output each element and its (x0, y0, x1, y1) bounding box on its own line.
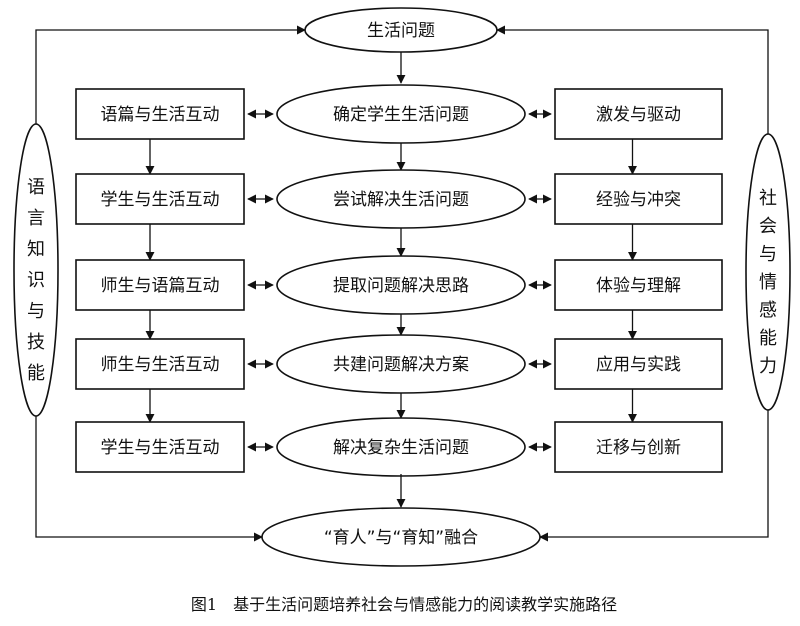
right-side-label: 社会与情感能力 (759, 188, 777, 377)
right-node-label: 迁移与创新 (596, 438, 681, 458)
left-node-box (75, 421, 245, 473)
left-node-label: 师生与生活互动 (101, 355, 220, 375)
left-side-label: 语言知识与技能 (27, 177, 45, 384)
left-node-box (75, 88, 245, 140)
right-node-box (554, 259, 723, 311)
left-node-box (75, 338, 245, 390)
right-node-label: 经验与冲突 (596, 190, 681, 210)
diagram-rows: 确定学生生活问题语篇与生活互动激发与驱动尝试解决生活问题学生与生活互动经验与冲突… (75, 84, 723, 477)
figure-caption: 图1 基于生活问题培养社会与情感能力的阅读教学实施路径 (191, 595, 617, 614)
left-node-label: 师生与语篇互动 (101, 276, 220, 296)
left-node-box (75, 173, 245, 225)
center-node-label: 解决复杂生活问题 (333, 438, 469, 458)
left-node-box (75, 259, 245, 311)
right-node-label: 体验与理解 (596, 276, 681, 296)
left-node-label: 学生与生活互动 (101, 438, 220, 458)
right-node-label: 激发与驱动 (596, 105, 681, 125)
right-side-ellipse (745, 133, 791, 411)
left-node-label: 学生与生活互动 (101, 190, 220, 210)
bottom-node-label: “育人”与“育知”融合 (324, 528, 478, 548)
left-node-label: 语篇与生活互动 (101, 105, 220, 125)
top-node-label: 生活问题 (367, 21, 435, 41)
right-node-box (554, 421, 723, 473)
outer-loop-lines (35, 25, 769, 542)
right-node-box (554, 88, 723, 140)
center-node-label: 确定学生生活问题 (333, 105, 469, 125)
left-side-ellipse (13, 123, 59, 417)
bottom-node-shape (261, 507, 541, 567)
center-node-label: 提取问题解决思路 (333, 276, 469, 296)
right-node-box (554, 338, 723, 390)
center-node-label: 共建问题解决方案 (333, 355, 469, 375)
center-node-label: 尝试解决生活问题 (333, 190, 469, 210)
right-node-box (554, 173, 723, 225)
right-node-label: 应用与实践 (596, 355, 681, 375)
